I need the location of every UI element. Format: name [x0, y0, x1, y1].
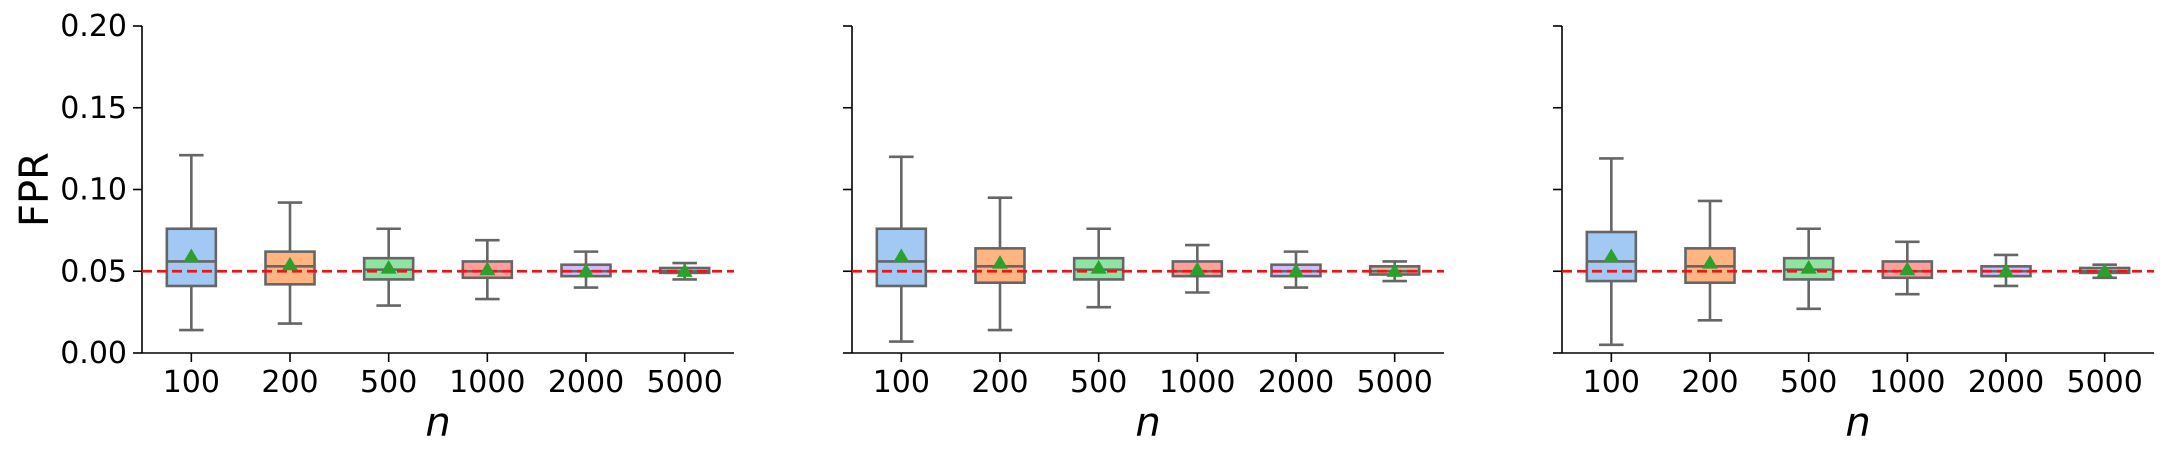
x-tick-label: 200	[261, 365, 318, 400]
x-tick-label: 500	[1070, 365, 1127, 400]
x-axis-title: n	[1135, 400, 1160, 446]
mean-marker	[1189, 261, 1206, 276]
x-tick-label: 1000	[1159, 365, 1235, 400]
mean-marker	[1702, 255, 1718, 269]
mean-marker	[282, 256, 298, 271]
mean-marker	[893, 248, 910, 263]
mean-marker	[1899, 261, 1916, 276]
mean-marker	[1090, 259, 1107, 274]
mean-marker	[1386, 263, 1403, 277]
mean-marker	[578, 263, 594, 277]
x-tick-label: 2000	[548, 365, 624, 400]
x-tick-label: 5000	[1356, 365, 1432, 400]
mean-marker	[1800, 259, 1817, 274]
x-tick-label: 1000	[1869, 365, 1945, 400]
y-axis-title: FPR	[12, 152, 58, 227]
mean-marker	[1998, 263, 2014, 277]
x-tick-label: 200	[1681, 365, 1738, 400]
mean-marker	[2096, 263, 2113, 277]
mean-marker	[183, 248, 200, 263]
mean-marker	[479, 261, 496, 276]
x-tick-label: 5000	[2066, 365, 2142, 400]
y-tick-label: 0.10	[60, 173, 127, 208]
x-tick-label: 500	[1780, 365, 1837, 400]
y-tick-label: 0.05	[60, 254, 127, 289]
mean-marker	[380, 259, 397, 274]
x-axis-title: n	[425, 400, 450, 446]
y-tick-label: 0.00	[60, 336, 127, 371]
x-tick-label: 500	[360, 365, 417, 400]
x-tick-label: 100	[163, 365, 220, 400]
y-tick-label: 0.20	[60, 9, 127, 44]
x-tick-label: 1000	[449, 365, 525, 400]
box-100	[165, 227, 218, 288]
x-tick-label: 2000	[1968, 365, 2044, 400]
x-tick-label: 200	[971, 365, 1028, 400]
x-axis-title: n	[1845, 400, 1870, 446]
x-tick-label: 2000	[1258, 365, 1334, 400]
y-tick-label: 0.15	[60, 91, 127, 126]
mean-marker	[992, 255, 1008, 269]
x-tick-label: 100	[873, 365, 930, 400]
x-tick-label: 100	[1583, 365, 1640, 400]
mean-marker	[1288, 263, 1304, 277]
mean-marker	[1603, 248, 1620, 263]
x-tick-label: 5000	[646, 365, 722, 400]
mean-marker	[676, 263, 693, 277]
